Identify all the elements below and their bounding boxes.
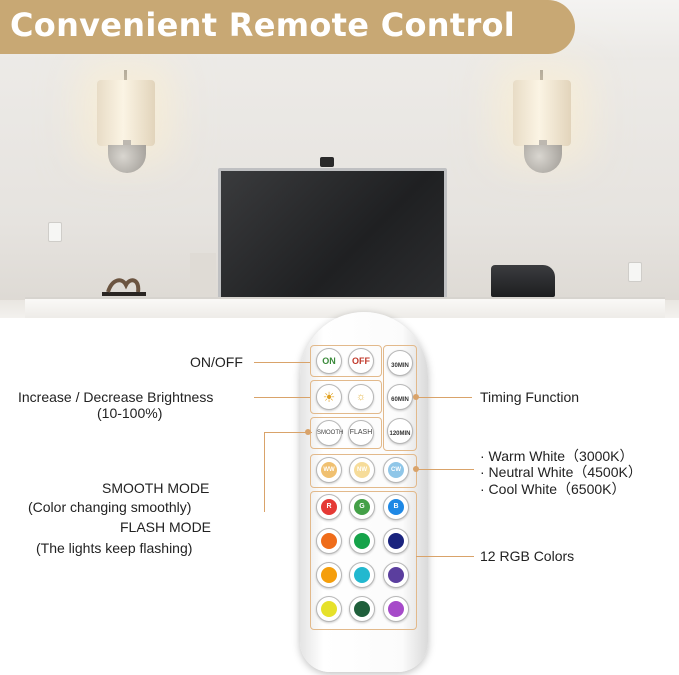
- right-lamp-base: [524, 145, 562, 173]
- neutral-white-label-text: · Neutral White（4500K）: [480, 464, 642, 480]
- left-lamp-rod: [124, 70, 127, 82]
- smooth-mode-desc: (Color changing smoothly): [28, 499, 192, 515]
- on-button[interactable]: ON: [316, 348, 342, 374]
- mode-dot: [305, 429, 311, 435]
- amber-swatch: [321, 567, 337, 583]
- white-leader-line: [416, 469, 474, 470]
- remote-control: ON OFF ☀ ☼ SMOOTH FLASH 30MIN 60MIN 120M…: [300, 312, 428, 672]
- navy-button[interactable]: [383, 528, 409, 554]
- flash-button[interactable]: FLASH: [348, 420, 374, 446]
- cool-white-button[interactable]: CW: [383, 457, 409, 483]
- green-button[interactable]: G: [349, 494, 375, 520]
- yellow-swatch: [321, 601, 337, 617]
- sculpture-icon: [102, 278, 146, 296]
- amber-button[interactable]: [316, 562, 342, 588]
- orange-swatch: [321, 533, 337, 549]
- wall-panel: [190, 253, 216, 298]
- flash-mode-label: FLASH MODE: [120, 519, 212, 535]
- page-title: Convenient Remote Control: [10, 6, 516, 44]
- off-button[interactable]: OFF: [348, 348, 374, 374]
- power-panel: [310, 345, 382, 377]
- warm-white-label: WW: [321, 462, 337, 478]
- cyan-button[interactable]: [349, 562, 375, 588]
- brightness-range-label: (10-100%): [97, 405, 163, 421]
- neutral-white-label: NW: [354, 462, 370, 478]
- white-dot: [413, 466, 419, 472]
- right-lamp-rod: [540, 70, 543, 82]
- left-wall-lamp: [97, 80, 155, 146]
- rgb-panel: [310, 491, 417, 630]
- onoff-label: ON/OFF: [190, 354, 243, 370]
- purple-button[interactable]: [383, 596, 409, 622]
- orange-button[interactable]: [316, 528, 342, 554]
- speaker: [491, 265, 555, 297]
- timer-120-button[interactable]: 120MIN: [387, 418, 413, 444]
- smooth-button[interactable]: SMOOTH: [316, 420, 343, 446]
- emerald-swatch: [354, 533, 370, 549]
- green-label: G: [354, 499, 370, 515]
- cool-white-label-text: · Cool White（6500K）: [480, 481, 626, 497]
- mode-leader-horizontal: [264, 432, 312, 433]
- yellow-button[interactable]: [316, 596, 342, 622]
- sun-large-icon: ☀: [322, 389, 336, 405]
- flash-mode-desc: (The lights keep flashing): [36, 540, 193, 556]
- tv-camera: [320, 157, 334, 167]
- rgb-label: 12 RGB Colors: [480, 548, 575, 564]
- navy-swatch: [388, 533, 404, 549]
- warm-white-label-text: · Warm White（3000K）: [480, 448, 634, 464]
- tv-cabinet: [25, 297, 665, 318]
- neutral-white-button[interactable]: NW: [349, 457, 375, 483]
- brightness-down-button[interactable]: ☼: [348, 384, 374, 410]
- timing-leader-line: [416, 397, 472, 398]
- cyan-swatch: [354, 567, 370, 583]
- cool-white-label: CW: [388, 462, 404, 478]
- title-banner: Convenient Remote Control: [0, 0, 575, 54]
- blue-label: B: [388, 499, 404, 515]
- indigo-button[interactable]: [383, 562, 409, 588]
- rgb-leader-line: [416, 556, 474, 557]
- right-wall-lamp: [513, 80, 571, 146]
- timer-60-button[interactable]: 60MIN: [387, 384, 413, 410]
- indigo-swatch: [388, 567, 404, 583]
- left-lamp-base: [108, 145, 146, 173]
- emerald-button[interactable]: [349, 528, 375, 554]
- sun-small-icon: ☼: [355, 391, 367, 403]
- red-label: R: [321, 499, 337, 515]
- mode-leader-vertical: [264, 432, 265, 512]
- wall-outlet: [628, 262, 642, 282]
- smooth-mode-label: SMOOTH MODE: [102, 480, 210, 496]
- brightness-panel: [310, 380, 382, 414]
- television: [218, 168, 447, 302]
- blue-button[interactable]: B: [383, 494, 409, 520]
- wall-switch: [48, 222, 62, 242]
- timer-30-button[interactable]: 30MIN: [387, 350, 413, 376]
- purple-swatch: [388, 601, 404, 617]
- timing-label: Timing Function: [480, 389, 580, 405]
- dark-green-swatch: [354, 601, 370, 617]
- dark-green-button[interactable]: [349, 596, 375, 622]
- brightness-label: Increase / Decrease Brightness: [18, 389, 214, 405]
- timing-dot: [413, 394, 419, 400]
- warm-white-button[interactable]: WW: [316, 457, 342, 483]
- red-button[interactable]: R: [316, 494, 342, 520]
- brightness-up-button[interactable]: ☀: [316, 384, 342, 410]
- brightness-leader-line: [254, 397, 310, 398]
- onoff-leader-line: [254, 362, 310, 363]
